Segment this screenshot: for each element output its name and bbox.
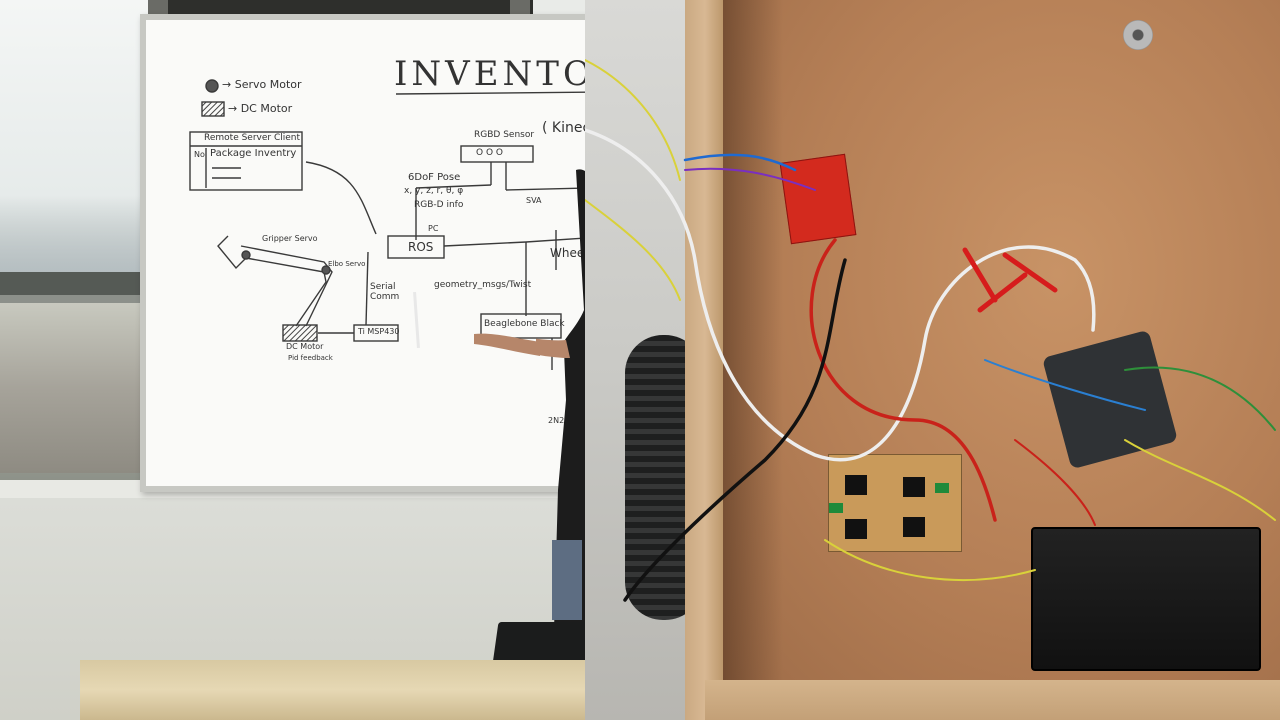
whiteboard: INVENTOBO → Servo Motor → DC Motor Remot… <box>140 14 585 492</box>
window-view-ground <box>0 303 150 473</box>
whiteboard-scene: INVENTOBO → Servo Motor → DC Motor Remot… <box>0 0 585 720</box>
geometry-msgs-label: geometry_msgs/Twist <box>434 280 532 290</box>
servo-legend-symbol <box>205 79 219 93</box>
board-top-rail <box>148 0 533 16</box>
box-inner-shadow <box>723 0 783 685</box>
remote-client-label: Remote Server Client <box>204 133 301 143</box>
beaglebone-box <box>480 313 562 339</box>
ti-board-label: Ti MSP430 <box>358 327 400 336</box>
wooden-box-edge <box>685 0 725 720</box>
package-inventory-label: Package Inventry <box>210 148 297 159</box>
usb-label: SVA <box>526 196 542 205</box>
dc-legend-symbol <box>201 101 225 117</box>
wheel-label: Wheel <box>550 246 585 260</box>
rail-post-left <box>148 0 168 16</box>
legend-servo-label: → Servo Motor <box>222 78 302 91</box>
window-frame-sill <box>0 295 150 303</box>
serial-comm-label: Serial Comm <box>370 282 400 302</box>
pid-feedback-label: Pid feedback <box>288 354 333 362</box>
window-haze <box>0 195 150 275</box>
kinect-label: ( Kinec <box>542 120 585 136</box>
wooden-box-bottom-rail <box>705 680 1280 720</box>
rail-post-right <box>510 0 530 16</box>
ros-box <box>387 235 445 259</box>
remote-client-box <box>189 131 303 191</box>
dc-motor-symbol <box>282 324 318 342</box>
legend-dc-label: → DC Motor <box>228 102 293 115</box>
wires <box>585 59 1276 602</box>
presenter <box>536 169 585 630</box>
battery <box>1031 527 1261 671</box>
hardware-scene <box>585 0 1280 720</box>
gripper-sketch <box>217 235 247 270</box>
beaglebone-label: Beaglebone Black <box>484 319 565 329</box>
rgbd-sensor-box <box>460 145 534 163</box>
rgbd-sensor-label: RGBD Sensor <box>474 130 535 140</box>
pc-label: PC <box>428 224 439 233</box>
ros-label: ROS <box>408 240 434 254</box>
dc-motor-label: DC Motor <box>286 342 324 351</box>
sensor-box-label: O O O <box>476 148 503 158</box>
motor-driver-protoboard <box>828 454 962 552</box>
window-frame-bar <box>0 272 150 298</box>
desk <box>80 660 585 720</box>
pose-vars-label: x, y, z, r, θ, φ <box>404 186 464 196</box>
whiteboard-drawing <box>189 79 585 370</box>
presenter-arm <box>474 333 540 356</box>
window <box>0 0 150 490</box>
corner-note-label: 2N2222 <box>548 416 580 425</box>
gripper-servo-label: Gripper Servo <box>262 234 318 243</box>
bolt <box>1123 20 1153 50</box>
rgbd-info-label: RGB-D info <box>414 200 464 210</box>
elbow-servo-label: Elbo Servo <box>328 260 366 268</box>
table-no-label: No <box>194 150 205 159</box>
sixdof-pose-label: 6DoF Pose <box>408 172 461 183</box>
board-title: INVENTOBO <box>394 54 585 94</box>
